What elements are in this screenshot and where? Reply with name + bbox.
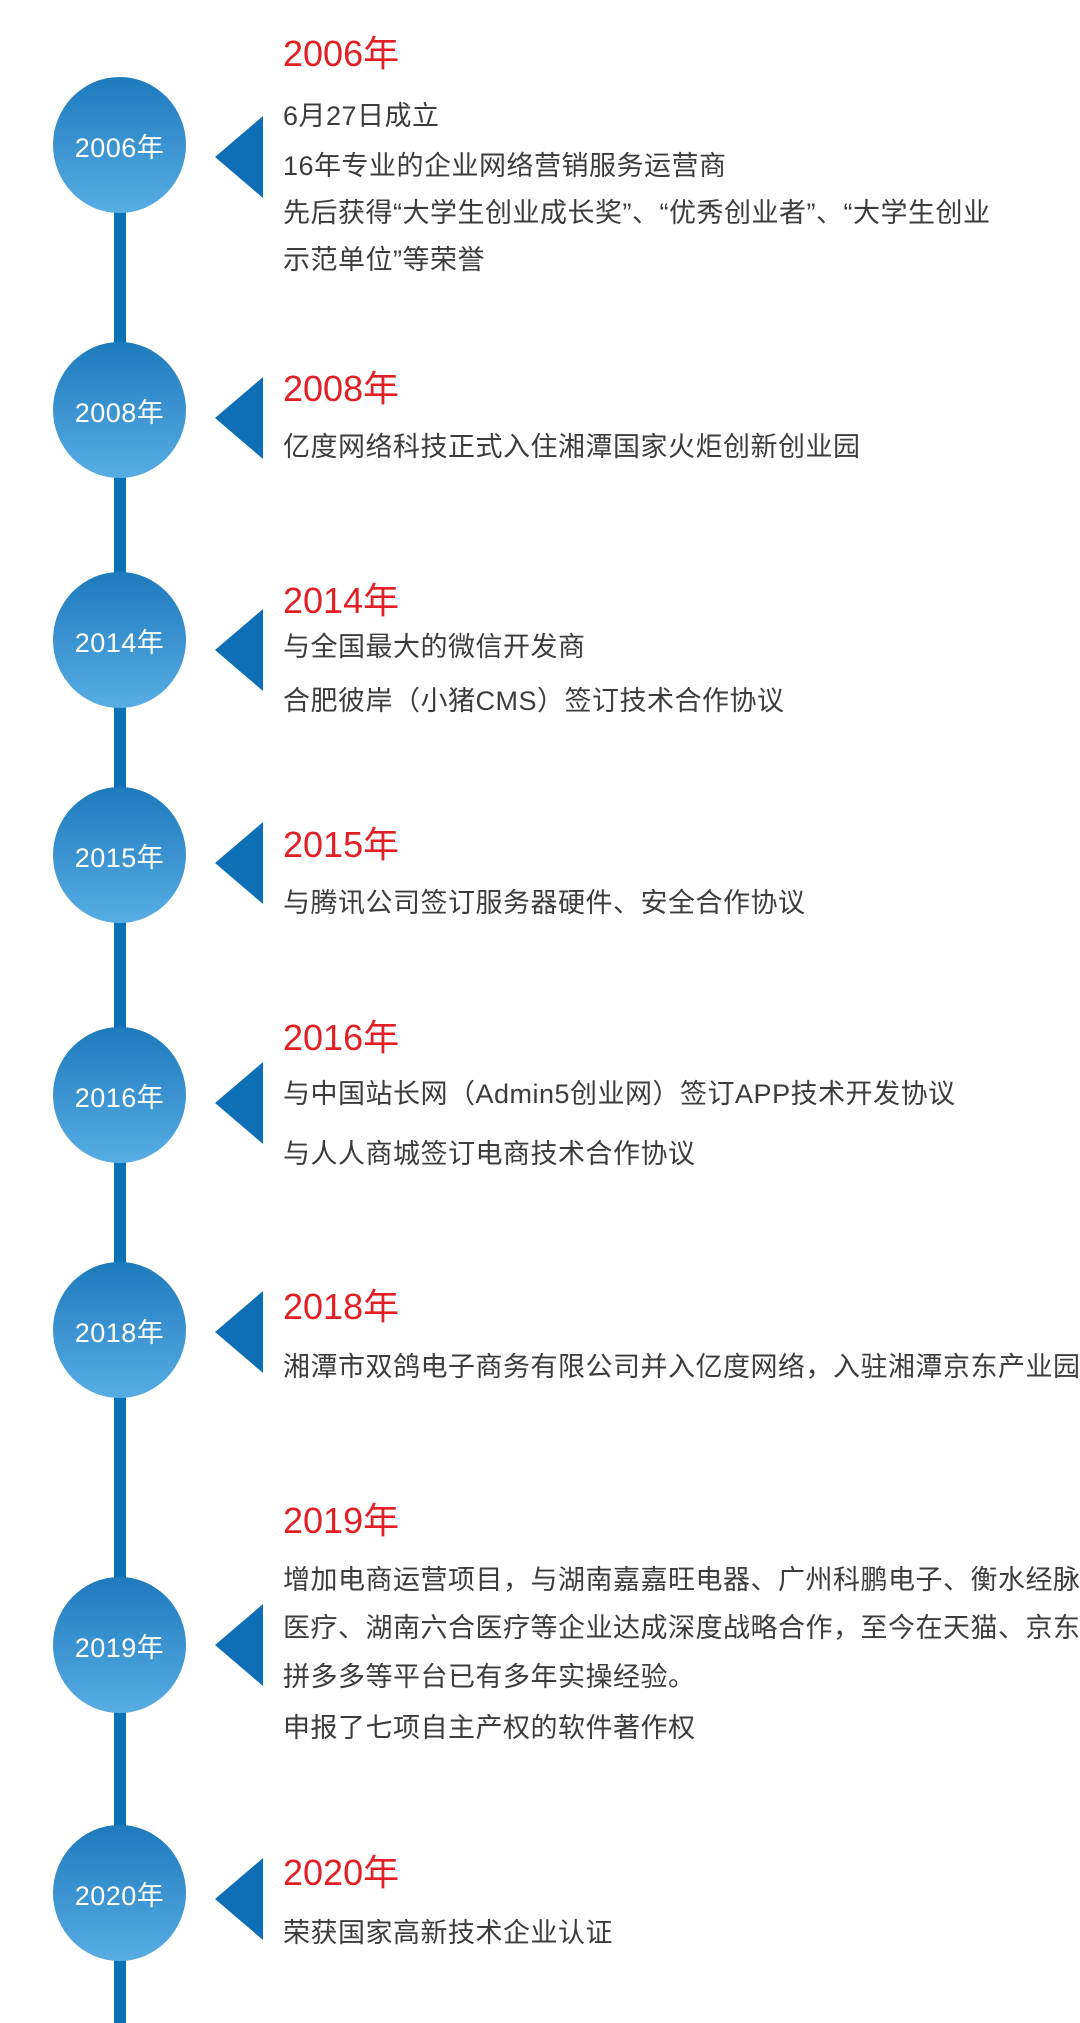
year-circle-2014: 2014年 [53,572,186,708]
arrow-left-icon [215,1858,263,1940]
year-circle-2020: 2020年 [53,1825,186,1961]
milestone-text: 合肥彼岸（小猪CMS）签订技术合作协议 [283,686,785,716]
arrow-left-icon [215,1062,263,1144]
milestone-text: 申报了七项自主产权的软件著作权 [283,1713,696,1743]
year-circle-label: 2016年 [74,1082,165,1113]
milestone-text: 与人人商城签订电商技术合作协议 [283,1139,696,1169]
milestone-text: 医疗、湖南六合医疗等企业达成深度战略合作，至今在天猫、京东、 [283,1613,1080,1643]
milestone-text: 与中国站长网（Admin5创业网）签订APP技术开发协议 [283,1079,956,1109]
milestone-heading-2016: 2016年 [283,1017,400,1058]
year-circle-label: 2019年 [74,1632,165,1663]
year-circle-label: 2020年 [74,1880,165,1911]
milestone-text: 示范单位”等荣誉 [283,245,485,275]
milestone-heading-2019: 2019年 [283,1500,400,1541]
year-circle-label: 2006年 [74,132,165,163]
milestone-text: 湘潭市双鸽电子商务有限公司并入亿度网络，入驻湘潭京东产业园 [283,1352,1080,1382]
arrow-left-icon [215,1291,263,1373]
arrow-left-icon [215,609,263,691]
milestone-heading-2006: 2006年 [283,33,400,74]
milestone-text: 拼多多等平台已有多年实操经验。 [283,1662,696,1692]
year-circle-2006: 2006年 [53,77,186,213]
year-circle-2015: 2015年 [53,787,186,923]
arrow-left-icon [215,1604,263,1686]
year-circle-2008: 2008年 [53,342,186,478]
milestone-text: 16年专业的企业网络营销服务运营商 [283,151,727,181]
milestone-heading-2018: 2018年 [283,1286,400,1327]
year-circle-label: 2008年 [74,397,165,428]
year-circle-label: 2018年 [74,1317,165,1348]
milestone-text: 荣获国家高新技术企业认证 [283,1918,613,1948]
milestone-heading-2008: 2008年 [283,368,400,409]
milestone-text: 先后获得“大学生创业成长奖”、“优秀创业者”、“大学生创业 [283,198,991,228]
milestone-heading-2015: 2015年 [283,824,400,865]
year-circle-label: 2015年 [74,842,165,873]
milestone-text: 与全国最大的微信开发商 [283,632,586,662]
milestone-text: 与腾讯公司签订服务器硬件、安全合作协议 [283,888,806,918]
arrow-left-icon [215,116,263,198]
milestone-heading-2020: 2020年 [283,1852,400,1893]
arrow-left-icon [215,822,263,904]
milestone-heading-2014: 2014年 [283,580,400,621]
milestone-text: 增加电商运营项目，与湖南嘉嘉旺电器、广州科鹏电子、衡水经脉 [283,1565,1080,1595]
year-circle-2016: 2016年 [53,1027,186,1163]
arrow-left-icon [215,377,263,459]
milestone-text: 6月27日成立 [283,101,440,131]
year-circle-label: 2014年 [74,627,165,658]
milestone-text: 亿度网络科技正式入住湘潭国家火炬创新创业园 [283,432,861,462]
year-circle-2018: 2018年 [53,1262,186,1398]
year-circle-2019: 2019年 [53,1577,186,1713]
